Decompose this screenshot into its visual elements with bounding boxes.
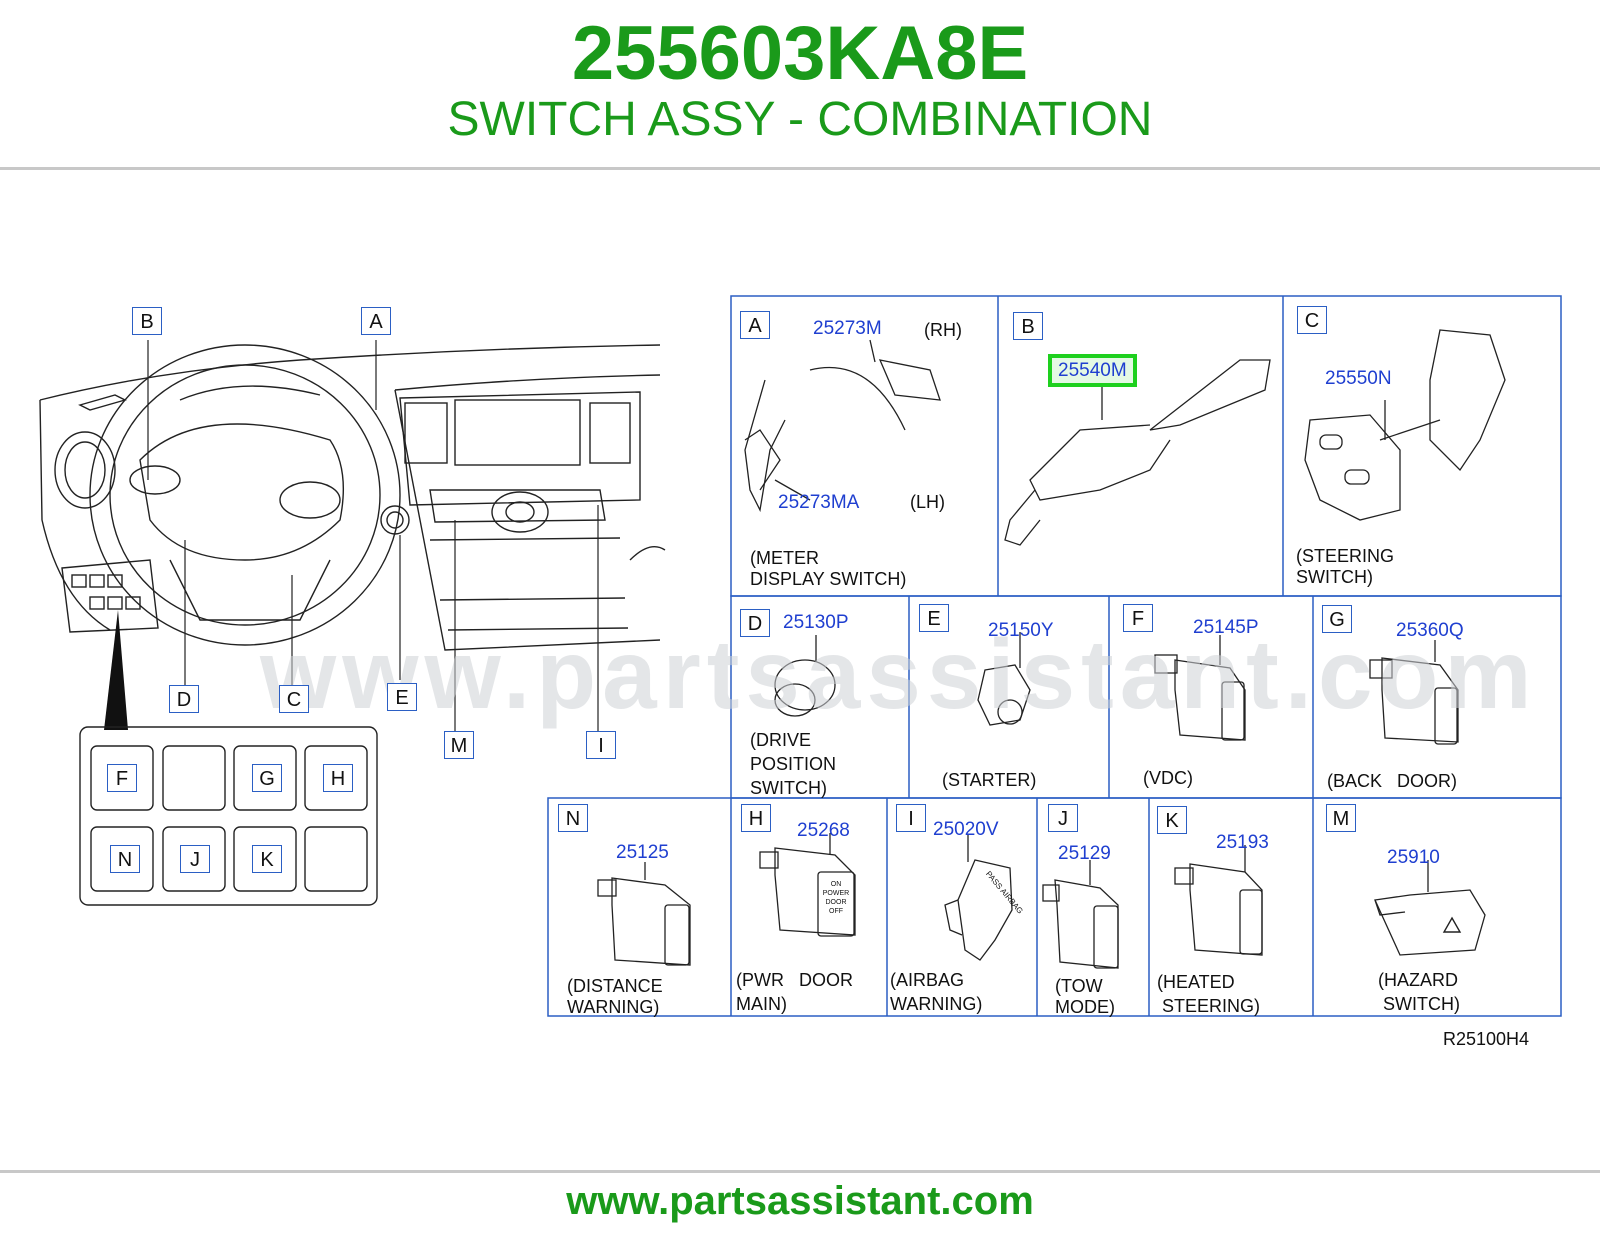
side-lh: (LH)	[910, 492, 945, 512]
drawing-code: R25100H4	[1443, 1029, 1530, 1049]
panel-label-k: K	[252, 845, 282, 873]
caption-steering-switch: (STEERING SWITCH)	[1296, 546, 1395, 587]
watermark: www.partsassistant.com	[260, 619, 1538, 729]
cell-g-letter: G	[1322, 605, 1352, 633]
cell-k-letter: K	[1157, 806, 1187, 834]
callout-m: M	[444, 731, 474, 759]
part-25360q[interactable]: 25360Q	[1396, 620, 1464, 641]
highlight-frame	[1048, 354, 1137, 387]
part-25273m[interactable]: 25273M	[813, 318, 882, 339]
panel-pointer	[104, 610, 128, 730]
caption-vdc: (VDC)	[1143, 768, 1193, 788]
part-25268[interactable]: 25268	[797, 820, 850, 841]
part-25129[interactable]: 25129	[1058, 843, 1111, 864]
cell-j-letter: J	[1048, 804, 1078, 832]
caption-hazard-switch: (HAZARD SWITCH)	[1378, 970, 1460, 1014]
caption-starter: (STARTER)	[942, 770, 1037, 790]
panel-label-n: N	[110, 845, 140, 873]
callout-e: E	[387, 683, 417, 711]
caption-pwr-door-main: (PWR DOOR MAIN)	[736, 970, 853, 1014]
dashboard-illustration	[39, 344, 666, 651]
part-25910[interactable]: 25910	[1387, 847, 1440, 868]
part-25125[interactable]: 25125	[616, 842, 669, 863]
cell-d-letter: D	[740, 609, 770, 637]
callout-c: C	[279, 685, 309, 713]
cell-e-letter: E	[919, 604, 949, 632]
hazard-triangle-icon	[1442, 916, 1462, 933]
footer-url[interactable]: www.partsassistant.com	[566, 1179, 1034, 1223]
cell-h-letter: H	[741, 804, 771, 832]
caption-heated-steering: (HEATED STEERING)	[1157, 972, 1261, 1016]
power-door-face-text: ON POWER DOOR OFF	[822, 881, 850, 915]
part-25020v[interactable]: 25020V	[933, 819, 999, 840]
switch-panel-inset	[79, 726, 378, 906]
parts-grid	[547, 295, 1562, 1017]
footer-divider	[0, 1170, 1600, 1173]
caption-meter-display-switch: (METER DISPLAY SWITCH)	[750, 548, 907, 589]
part-25130p[interactable]: 25130P	[783, 612, 849, 633]
caption-back-door: (BACK DOOR)	[1327, 771, 1458, 791]
callout-b: B	[132, 307, 162, 335]
panel-label-f: F	[107, 764, 137, 792]
cell-b-letter: B	[1013, 312, 1043, 340]
caption-distance-warning: (DISTANCE WARNING)	[567, 976, 663, 1017]
callout-d: D	[169, 685, 199, 713]
part-25193[interactable]: 25193	[1216, 832, 1269, 853]
callout-i: I	[586, 731, 616, 759]
header-divider	[0, 167, 1600, 170]
cell-n-letter: N	[558, 804, 588, 832]
part-number-title: 255603KA8E	[571, 11, 1029, 96]
part-25273ma[interactable]: 25273MA	[778, 492, 860, 513]
cell-c-letter: C	[1297, 306, 1327, 334]
panel-label-h: H	[323, 764, 353, 792]
caption-airbag-warning: (AIRBAG WARNING)	[890, 970, 983, 1014]
part-drawings	[597, 329, 1506, 969]
part-25550n[interactable]: 25550N	[1325, 368, 1392, 389]
panel-label-j: J	[180, 845, 210, 873]
cell-f-letter: F	[1123, 604, 1153, 632]
part-description: SWITCH ASSY - COMBINATION	[447, 93, 1153, 146]
caption-tow-mode: (TOW MODE)	[1055, 976, 1115, 1017]
callout-a: A	[361, 307, 391, 335]
cell-m-letter: M	[1326, 804, 1356, 832]
cell-a-letter: A	[740, 311, 770, 339]
caption-drive-position-switch: (DRIVE POSITION SWITCH)	[750, 730, 837, 798]
part-25145p[interactable]: 25145P	[1193, 617, 1259, 638]
part-25540m[interactable]: 25540M	[1058, 360, 1127, 381]
part-25150y[interactable]: 25150Y	[988, 620, 1054, 641]
side-rh: (RH)	[924, 320, 962, 340]
cell-i-letter: I	[896, 804, 926, 832]
panel-label-g: G	[252, 764, 282, 792]
overview-leaders	[147, 340, 599, 735]
